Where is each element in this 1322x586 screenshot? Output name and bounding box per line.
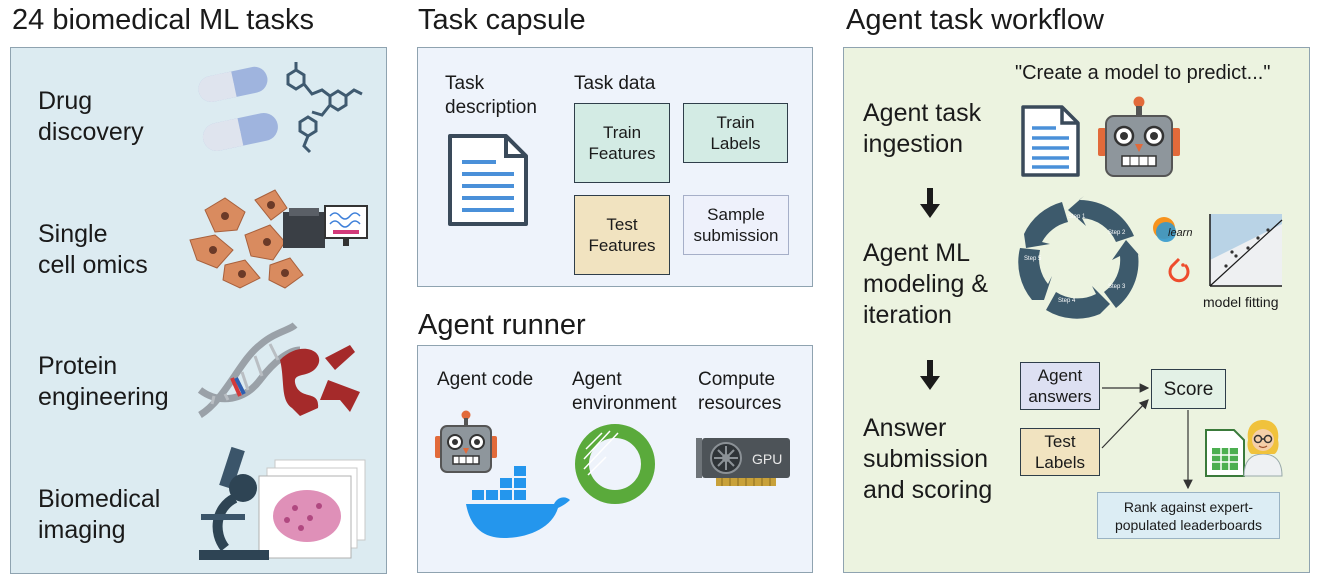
pills-molecule-icon bbox=[198, 62, 363, 154]
score-box: Score bbox=[1151, 369, 1226, 409]
train-features-box: Train Features bbox=[574, 103, 670, 183]
environment-ring-icon bbox=[575, 424, 655, 504]
cycle-step-3: Step 3 bbox=[1108, 284, 1126, 290]
gpu-card-icon: GPU bbox=[696, 438, 790, 486]
down-arrow-icon bbox=[920, 188, 940, 218]
cycle-step-1: Step 1 bbox=[1068, 214, 1086, 220]
biomedical-tasks-title: 24 biomedical ML tasks bbox=[12, 4, 314, 36]
cycle-step-2: Step 2 bbox=[1108, 230, 1126, 236]
workflow-quote: "Create a model to predict..." bbox=[1015, 62, 1271, 84]
train-labels-box: Train Labels bbox=[683, 103, 788, 163]
task-protein-engineering: Protein engineering bbox=[38, 352, 169, 411]
task-biomedical-imaging: Biomedical imaging bbox=[38, 485, 161, 544]
sklearn-logo-icon: learn bbox=[1153, 217, 1192, 242]
task-single-cell-omics: Single cell omics bbox=[38, 220, 148, 279]
workflow-robot-icon bbox=[1098, 96, 1180, 177]
model-fitting-plot-icon bbox=[1209, 214, 1283, 287]
agent-answers-box: Agent answers bbox=[1020, 362, 1100, 410]
cells-sequencer-icon bbox=[189, 189, 368, 289]
iteration-cycle-icon: Step 1 Step 2 Step 3 Step 4 Step 5 bbox=[1018, 196, 1140, 319]
rank-leaderboard-box: Rank against expert- populated leaderboa… bbox=[1097, 492, 1280, 539]
compute-resources-label: Compute resources bbox=[698, 369, 782, 414]
step-task-ingestion: Agent task ingestion bbox=[863, 99, 982, 158]
docker-whale-icon bbox=[466, 466, 570, 538]
test-labels-box: Test Labels bbox=[1020, 428, 1100, 476]
microscope-slides-icon bbox=[199, 446, 366, 560]
test-features-box: Test Features bbox=[574, 195, 670, 275]
workflow-document-icon bbox=[1021, 105, 1080, 177]
task-capsule-title: Task capsule bbox=[418, 4, 586, 36]
step-ml-modeling: Agent ML modeling & iteration bbox=[863, 239, 989, 329]
dna-protein-icon bbox=[197, 322, 360, 418]
task-drug-discovery: Drug discovery bbox=[38, 87, 144, 146]
workflow-title: Agent task workflow bbox=[846, 4, 1104, 36]
sample-submission-box: Sample submission bbox=[683, 195, 789, 255]
scoring-arrows bbox=[1101, 383, 1193, 490]
agent-environment-label: Agent environment bbox=[572, 369, 677, 414]
down-arrow-icon bbox=[920, 360, 940, 390]
cycle-step-5: Step 5 bbox=[1024, 256, 1042, 262]
task-data-label: Task data bbox=[574, 73, 656, 94]
task-description-label: Task description bbox=[445, 73, 537, 118]
agent-code-label: Agent code bbox=[437, 369, 534, 390]
gpu-label: GPU bbox=[752, 451, 782, 467]
agent-runner-title: Agent runner bbox=[418, 309, 586, 341]
scientist-icon bbox=[1243, 420, 1283, 477]
step-answer-scoring: Answer submission and scoring bbox=[863, 414, 993, 504]
cycle-step-4: Step 4 bbox=[1058, 298, 1076, 304]
pytorch-logo-icon bbox=[1168, 257, 1190, 283]
document-icon bbox=[448, 134, 528, 226]
spreadsheet-icon bbox=[1205, 429, 1245, 477]
robot-icon bbox=[435, 410, 497, 473]
model-fitting-label: model fitting bbox=[1203, 294, 1279, 310]
sklearn-label: learn bbox=[1168, 227, 1192, 239]
